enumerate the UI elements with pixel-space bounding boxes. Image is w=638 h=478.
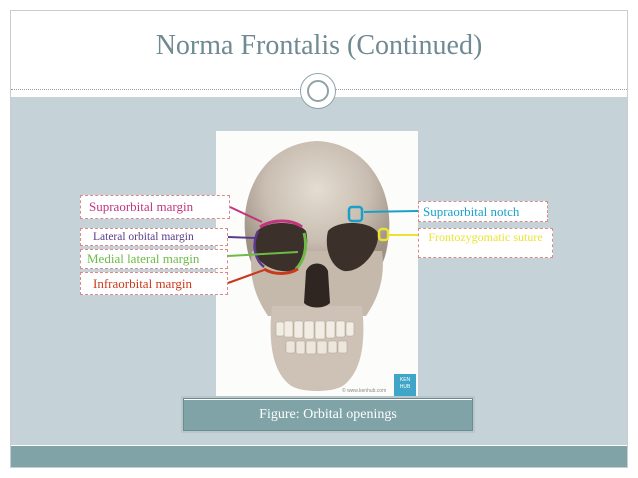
connector-notch: [363, 210, 419, 213]
skull-illustration: [244, 141, 390, 391]
figure-caption: Figure: Orbital openings: [183, 398, 473, 431]
supraorbital-notch-marker: [347, 205, 364, 223]
label-infraorbital-margin: Infraorbital margin: [80, 272, 228, 295]
upper-teeth: [275, 320, 355, 340]
label-lateral-orbital-margin: Lateral orbital margin: [80, 228, 228, 246]
circle-emblem-inner: [307, 80, 329, 102]
label-supraorbital-notch: Supraorbital notch: [418, 201, 548, 222]
slide-title: Norma Frontalis (Continued): [155, 30, 483, 61]
lower-teeth: [285, 340, 348, 355]
infraorbital-margin-marker: [263, 267, 299, 275]
supraorbital-margin-marker: [259, 219, 303, 229]
medial-margin-marker: [294, 232, 308, 271]
lateral-orbital-margin-marker: [253, 230, 265, 268]
label-supraorbital-margin: Supraorbital margin: [80, 195, 230, 219]
slide-frame: [10, 10, 628, 468]
footer-band: [11, 446, 627, 467]
skull-figure: [216, 131, 418, 398]
label-frontozygomatic-suture: Frontozygomatic suture: [418, 228, 553, 258]
connector-infra: [227, 269, 265, 284]
label-medial-lateral-margin: Medial lateral margin: [80, 249, 228, 269]
circle-emblem-icon: [300, 73, 336, 109]
right-orbit-shape: [254, 222, 308, 272]
connector-supraorbital-margin: [229, 206, 263, 223]
left-orbit-shape: [326, 222, 379, 272]
kenhub-logo: KEN HUB: [394, 374, 416, 396]
connector-medial: [227, 251, 299, 257]
figure-watermark: © www.kenhub.com: [342, 388, 387, 394]
nasal-aperture-shape: [304, 263, 330, 308]
connector-lateral: [227, 236, 257, 239]
